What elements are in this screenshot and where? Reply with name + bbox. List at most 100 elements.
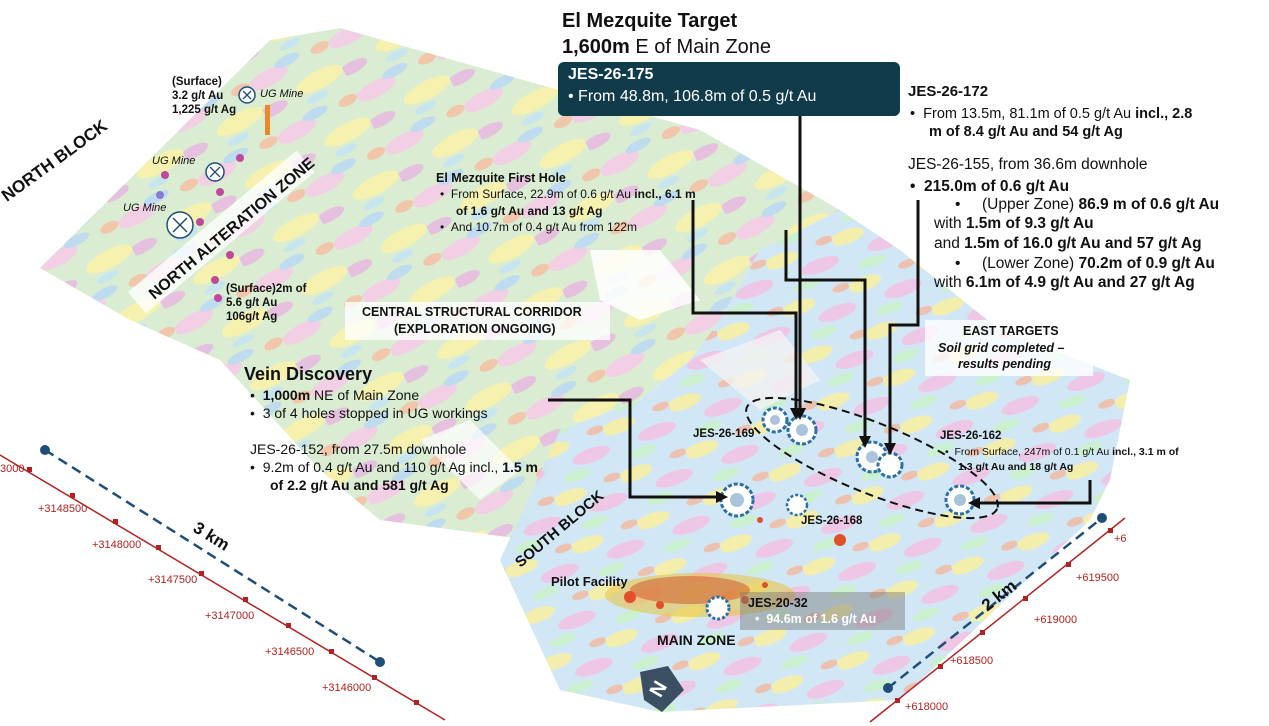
- jes-175-result: From 48.8m, 106.8m of 0.5 g/t Au: [568, 88, 816, 106]
- ug-mine-icon: [205, 162, 225, 182]
- main-zone-mineralisation: [605, 517, 846, 617]
- first-hole-title: El Mezquite First Hole: [436, 171, 566, 185]
- jes-152-line1: • 9.2m of 0.4 g/t Au and 110 g/t Ag incl…: [250, 459, 538, 475]
- main-zone-label: MAIN ZONE: [657, 632, 736, 648]
- ug-mine-label: UG Mine: [123, 202, 167, 214]
- surface-2-a: (Surface)2m of: [226, 283, 307, 295]
- drill-hole-marker: [761, 406, 789, 434]
- north-surface-samples: [156, 105, 270, 302]
- and-label: and: [934, 235, 965, 252]
- pilot-facility-label: Pilot Facility: [551, 574, 628, 589]
- jes-155-lower-value: 70.2m of 0.9 g/t Au: [1078, 255, 1215, 272]
- scale-bar-end: [375, 657, 385, 667]
- hole-162-line2: 1.3 g/t Au and 18 g/t Ag: [958, 461, 1074, 473]
- grid-label-left: 3000: [0, 463, 25, 475]
- jes-155-total: • 215.0m of 0.6 g/t Au: [910, 178, 1069, 196]
- bullet-dot: •: [910, 178, 925, 195]
- jes-155-upper-label: (Upper Zone): [981, 196, 1079, 213]
- jes-175-hole: JES-26-175: [568, 66, 654, 83]
- first-hole-line1: • From Surface, 22.9m of 0.6 g/t Au incl…: [440, 187, 696, 201]
- surface-sample-1: (Surface) 3.2 g/t Au 1,225 g/t Ag: [172, 75, 236, 117]
- grid-ticks-left: [27, 467, 419, 705]
- jes-20-32-hole: JES-20-32: [748, 596, 808, 610]
- vein-distance-text: NE of Main Zone: [310, 387, 420, 403]
- corridor-gap: [420, 420, 520, 500]
- grid-label-left: +3147500: [148, 574, 198, 586]
- jes-175-callout: JES-26-175 From 48.8m, 106.8m of 0.5 g/t…: [558, 62, 900, 116]
- el-mezquite-distance: 1,600m E of Main Zone: [562, 36, 771, 59]
- jes-20-32-value: 94.6m of 1.6 g/t Au: [766, 612, 877, 626]
- jes-155-lower-with: with 6.1m of 4.9 g/t Au and 27 g/t Ag: [934, 274, 1195, 292]
- with-label: with: [934, 274, 966, 291]
- hole-label-162: JES-26-162: [940, 430, 1002, 442]
- surface-1-b: 3.2 g/t Au: [172, 90, 224, 102]
- grid-label-right: +618000: [905, 701, 949, 713]
- jes-155-upper-and: and 1.5m of 16.0 g/t Au and 57 g/t Ag: [934, 235, 1202, 253]
- scale-bar-end: [1097, 513, 1107, 523]
- jes-152-header: JES-26-152, from 27.5m downhole: [250, 441, 467, 457]
- grid-label-left: +3147000: [205, 610, 255, 622]
- jes-155-upper-value: 86.9 m of 0.6 g/t Au: [1078, 196, 1220, 213]
- vein-discovery-item1: • 1,000m NE of Main Zone: [250, 387, 419, 403]
- grid-label-right: +619000: [1034, 614, 1078, 626]
- drill-hole-marker: [719, 482, 755, 518]
- corridor-line2: (EXPLORATION ONGOING): [394, 322, 556, 336]
- with-label: with: [934, 215, 966, 232]
- bullet-dot: •: [250, 459, 263, 475]
- bullet-dot: •: [955, 255, 982, 272]
- jes-155-total-value: 215.0m of 0.6 g/t Au: [924, 178, 1070, 195]
- grid-label-right: +6: [1114, 533, 1127, 545]
- grid-label-left: +3146000: [322, 682, 372, 694]
- el-mezquite-title: El Mezquite Target: [562, 10, 738, 32]
- distance-value: 1,600m: [562, 36, 630, 58]
- east-targets-title: EAST TARGETS: [963, 324, 1059, 338]
- first-hole-line3-text: And 10.7m of 0.4 g/t Au from 122m: [450, 220, 637, 234]
- hole-label-169: JES-26-169: [693, 428, 755, 440]
- arrow-heads: [716, 408, 980, 509]
- vein-discovery-item2: • 3 of 4 holes stopped in UG workings: [250, 405, 488, 421]
- drill-hole-marker: [876, 451, 904, 479]
- ug-mine-icon: [238, 86, 256, 104]
- and-value: 1.5m of 16.0 g/t Au and 57 g/t Ag: [964, 235, 1202, 252]
- hole-162-incl: incl., 3.1 m of: [1112, 446, 1179, 458]
- drill-hole-marker: [785, 493, 809, 517]
- grid-label-left: +3148500: [38, 503, 88, 515]
- distance-text: E of Main Zone: [629, 36, 772, 58]
- bullet-dot: •: [440, 187, 451, 201]
- east-targets-band: [925, 320, 1093, 376]
- bullet-dot: •: [755, 612, 767, 626]
- scale-bar-end: [883, 683, 893, 693]
- with-value: 1.5m of 9.3 g/t Au: [965, 215, 1094, 232]
- leader-arrows: [548, 115, 1092, 505]
- bullet-dot: •: [910, 106, 924, 122]
- with-value: 6.1m of 4.9 g/t Au and 27 g/t Ag: [965, 274, 1195, 291]
- vein-discovery-title: Vein Discovery: [244, 364, 373, 384]
- hole-162-text: From Surface, 247m of 0.1 g/t Au: [954, 446, 1113, 458]
- bullet-dot: •: [945, 446, 955, 458]
- jes-172-line1: • From 13.5m, 81.1m of 0.5 g/t Au incl.,…: [910, 106, 1192, 122]
- surface-1-c: 1,225 g/t Ag: [172, 104, 237, 116]
- jes-155-lower: • (Lower Zone) 70.2m of 0.9 g/t Au: [955, 255, 1215, 273]
- grid-line-left: [0, 454, 446, 721]
- target-trend-ellipse: [745, 396, 999, 520]
- corridor-gap: [700, 330, 820, 410]
- jes-20-32-band: [740, 592, 905, 630]
- jes-152-text: 9.2m of 0.4 g/t Au and 110 g/t Ag incl.,: [262, 459, 503, 475]
- surface-2-b: 5.6 g/t Au: [226, 297, 278, 309]
- bullet-dot: •: [440, 220, 451, 234]
- grid-ticks-right: [895, 528, 1113, 703]
- surface-2-c: 106g/t Ag: [226, 311, 278, 323]
- first-hole-line3: • And 10.7m of 0.4 g/t Au from 122m: [440, 220, 637, 234]
- scale-bar-end: [40, 445, 50, 455]
- jes-152-line2: of 2.2 g/t Au and 581 g/t Ag: [270, 477, 449, 493]
- vein-distance: 1,000m: [262, 387, 311, 403]
- jes-172-line2: m of 8.4 g/t Au and 54 g/t Ag: [929, 124, 1123, 140]
- scale-bar-right: [887, 517, 1103, 689]
- jes-20-32-result: • 94.6m of 1.6 g/t Au: [755, 612, 876, 626]
- north-arrow-icon: [640, 666, 684, 712]
- bullet-dot: •: [250, 405, 263, 421]
- bullet-dot: •: [250, 387, 263, 403]
- ug-mine-label: UG Mine: [260, 88, 304, 100]
- east-targets-line2: results pending: [958, 357, 1052, 371]
- jes-172-hole: JES-26-172: [908, 83, 989, 100]
